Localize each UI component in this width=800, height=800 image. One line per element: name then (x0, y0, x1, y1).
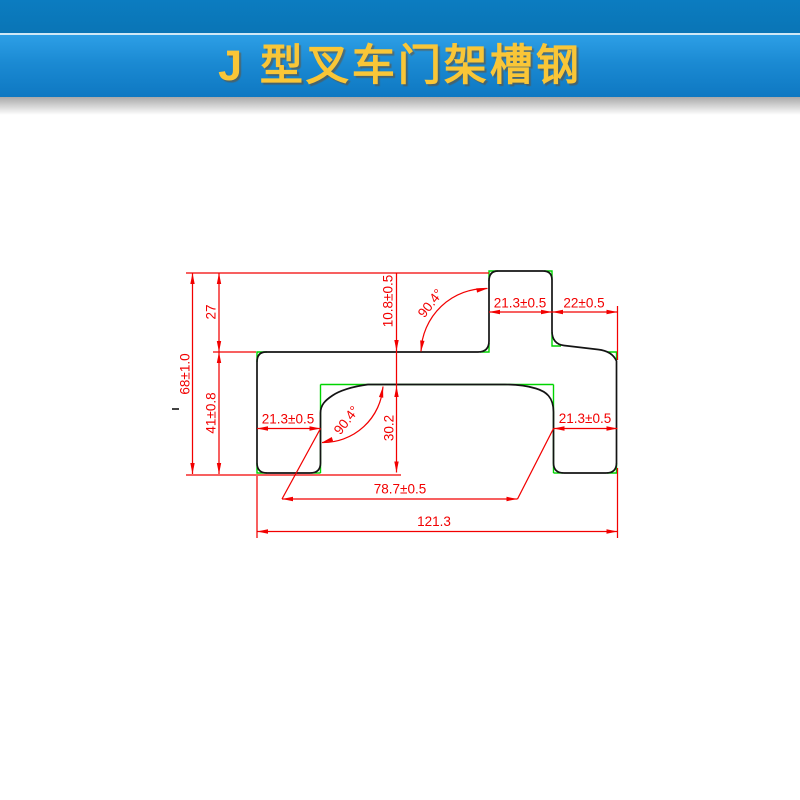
dim-inner-depth: 30.2 (382, 415, 397, 441)
dim-overall-height: 68±1.0 (178, 353, 193, 394)
profile-outline (172, 270, 618, 474)
page-title: J 型叉车门架槽钢 (218, 41, 582, 90)
dim-overall-width: 121.3 (417, 514, 451, 529)
banner-main: J 型叉车门架槽钢 (0, 35, 800, 97)
dimension-arrowheads (190, 273, 618, 534)
dim-upper-height: 27 (204, 304, 219, 319)
banner-top-strip (0, 0, 800, 33)
dim-tab-width: 21.3±0.5 (494, 296, 546, 311)
dim-lower-height: 41±0.8 (204, 392, 219, 433)
dim-bend-angle-upper: 90.4° (415, 286, 446, 320)
banner-separator-line (0, 33, 800, 35)
dim-inner-width: 78.7±0.5 (374, 482, 426, 497)
dim-step-width: 22±0.5 (563, 296, 604, 311)
dimension-labels: 68±1.0 27 41±0.8 10.8±0.5 30.2 90.4° 90.… (178, 275, 612, 529)
dim-left-flange-width: 21.3±0.5 (262, 412, 314, 427)
dim-right-flange-width: 21.3±0.5 (559, 411, 611, 426)
banner-shadow (0, 97, 800, 115)
dim-flange-thickness: 10.8±0.5 (381, 275, 396, 327)
